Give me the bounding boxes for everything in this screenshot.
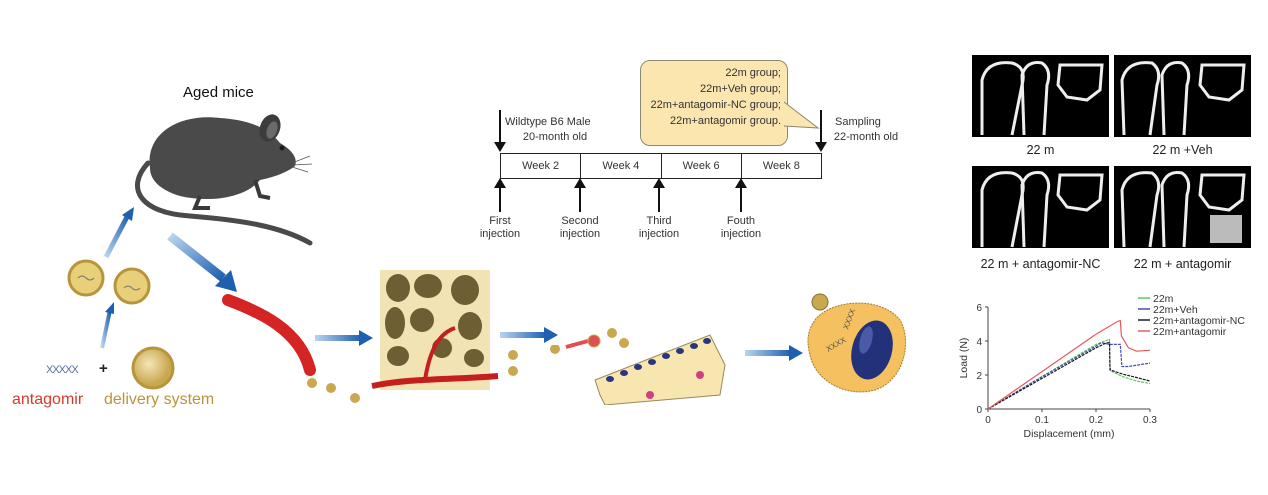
blood-vessel-icon: [222, 294, 317, 388]
callout-line: 22m+antagomir group.: [670, 115, 781, 127]
arrow-up-to-particles-icon: [100, 302, 114, 349]
arrow-down-end-icon: [815, 110, 827, 152]
microct-caption: 22 m: [1026, 143, 1055, 157]
nanoparticle-dots: [326, 383, 360, 403]
nanoparticle-dots: [508, 345, 560, 376]
end-label-line1: Sampling: [835, 116, 881, 128]
antagomir-label: antagomir: [12, 391, 84, 408]
injection-arrow-icon: [574, 178, 586, 212]
legend-label: 22m+antagomir: [1153, 326, 1227, 338]
microct-caption: 22 m + antagomir: [1133, 257, 1232, 271]
arrow-right-icon: [500, 327, 558, 343]
callout-line: 22m group;: [725, 67, 781, 79]
start-label-line2: 20-month old: [522, 131, 588, 143]
trabecular-bone-icon: [371, 270, 499, 390]
nanoparticle-icon: [113, 267, 151, 305]
nanoparticle-icon: [67, 259, 105, 297]
injection-arrow-icon: [653, 178, 665, 212]
end-label-line2: 22-month old: [833, 131, 899, 143]
arrow-right-icon: [315, 330, 373, 346]
x-tick-label: 0.3: [1143, 415, 1157, 426]
y-tick-label: 4: [976, 337, 982, 348]
callout-box: 22m group; 22m+Veh group; 22m+antagomir-…: [640, 60, 788, 146]
callout-line: 22m+Veh group;: [699, 83, 781, 95]
dna-icon: XXXXX: [46, 364, 79, 376]
microct-image-22m-veh: [1114, 55, 1251, 137]
series-line-22m: [987, 338, 1151, 410]
x-tick-label: 0: [985, 415, 991, 426]
callout-line: 22m+antagomir-NC group;: [650, 99, 781, 111]
injection-arrow-icon: [735, 178, 747, 212]
osteoblast-layer-icon: [565, 328, 726, 405]
bone-outlines: [980, 61, 1246, 248]
legend-label: 22m+antagomir-NC: [1153, 315, 1245, 327]
injection-arrow-icon: [494, 178, 506, 212]
microct-caption: 22 m +Veh: [1152, 143, 1213, 157]
x-tick-label: 0.1: [1035, 415, 1049, 426]
series-line-22m-veh: [987, 342, 1151, 410]
plus-sign: +: [99, 360, 108, 377]
aged-mice-title: Aged mice: [183, 84, 254, 101]
start-label-line1: Wildtype B6 Male: [505, 116, 591, 128]
microct-image-22m: [972, 55, 1109, 137]
y-axis-label: Load (N): [958, 338, 970, 379]
delivery-system-label: delivery system: [104, 391, 215, 408]
arrow-up-to-mouse-icon: [103, 207, 134, 259]
week-cell: Week 2: [501, 154, 582, 178]
microct-image-22m-antagomir-nc: [972, 166, 1109, 248]
x-tick-label: 0.2: [1089, 415, 1103, 426]
microct-caption: 22 m + antagomir-NC: [980, 257, 1101, 271]
series-line-22m-antagomir-nc: [987, 342, 1151, 410]
delivery-system-icon: [131, 346, 175, 390]
arrow-down-to-vessel-icon: [167, 232, 237, 292]
series-line-22m-antagomir: [987, 319, 1151, 410]
week-cell: Week 4: [581, 154, 662, 178]
y-tick-label: 0: [976, 405, 982, 416]
mouse-icon: [135, 114, 313, 246]
week-cell: Week 8: [762, 160, 800, 172]
y-tick-label: 2: [976, 371, 982, 382]
y-tick-label: 6: [976, 303, 982, 314]
legend-label: 22m: [1153, 293, 1174, 305]
callout-tail: [784, 101, 820, 129]
x-axis-label: Displacement (mm): [1023, 428, 1114, 440]
week-timeline: Week 2 Week 4 Week 6 Week 8: [500, 153, 822, 179]
cell-with-nucleus-icon: XXXX XXXX: [807, 293, 907, 393]
legend-label: 22m+Veh: [1153, 304, 1198, 316]
week-cell: Week 6: [662, 154, 742, 178]
arrow-right-icon: [745, 345, 803, 361]
arrow-down-start-icon: [494, 110, 506, 152]
